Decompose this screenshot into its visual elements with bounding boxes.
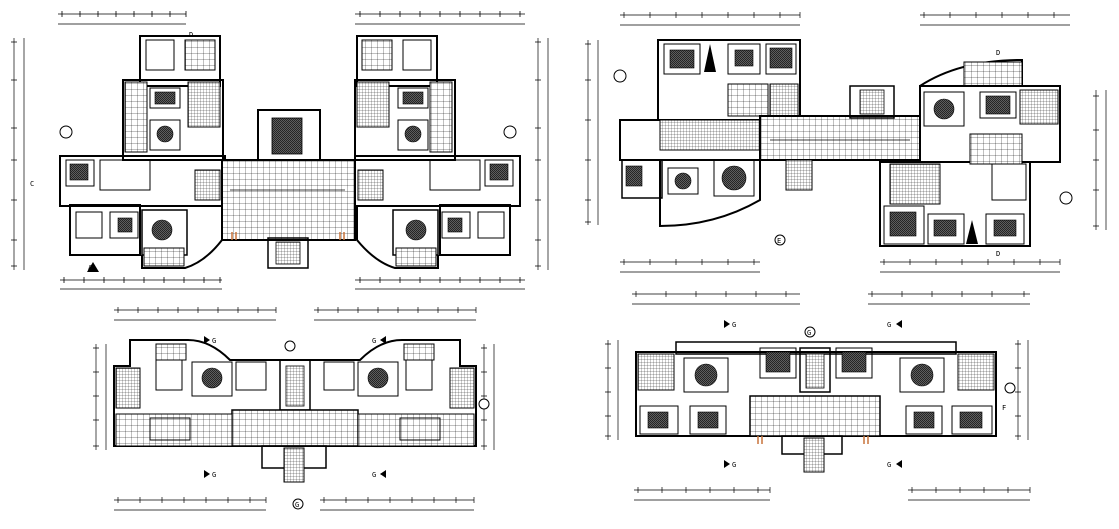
plan-4-doors xyxy=(757,436,869,444)
section-mark-g-mid-top-right: G xyxy=(887,321,891,329)
floor-plan-1: A C D xyxy=(11,11,549,290)
section-markers-plan-1: A C D xyxy=(30,31,517,272)
lobby-doors xyxy=(231,232,345,240)
section-mark-g-right-top: G xyxy=(372,337,376,345)
floor-plan-4: G G G G G F xyxy=(605,320,1031,501)
section-mark-g-left-bottom: G xyxy=(212,471,216,479)
left-block-plan-2 xyxy=(619,39,801,228)
section-mark-g-mid-bottom-left: G xyxy=(732,461,736,469)
floor-plan-2: E D D xyxy=(585,12,1107,305)
central-lobby xyxy=(221,109,356,269)
plan-4-marker-label: G xyxy=(807,329,811,337)
dimension-lines-plan-4 xyxy=(605,340,1031,501)
right-wing xyxy=(354,35,521,269)
section-mark-d-top: D xyxy=(189,31,193,39)
section-mark-d-lower: D xyxy=(996,250,1000,258)
section-mark-g-right-bottom: G xyxy=(372,471,376,479)
central-corridor-plan-2 xyxy=(759,85,921,191)
dimension-lines-left xyxy=(11,38,549,270)
right-block-plan-2 xyxy=(879,58,1061,247)
dimension-lines-plan-3 xyxy=(93,307,495,511)
plan-4-body xyxy=(635,341,997,473)
plan-2-marker-label: E xyxy=(777,237,781,245)
plan-3-body xyxy=(113,339,477,483)
section-mark-d-upper: D xyxy=(996,49,1000,57)
section-mark-g-left-top: G xyxy=(212,337,216,345)
section-mark-c: C xyxy=(30,180,34,188)
dimension-lines-plan-2 xyxy=(585,12,1107,305)
dimension-ticks xyxy=(61,11,521,283)
floor-plan-3: G G G G G xyxy=(93,307,495,511)
section-mark-g-mid-bottom-right: G xyxy=(887,461,891,469)
plan-1-marker-label: A xyxy=(88,264,93,272)
plan-3-marker-label: G xyxy=(295,501,299,509)
section-markers-plan-3: G G G G G xyxy=(204,336,490,510)
section-mark-g-mid-top-left: G xyxy=(732,321,736,329)
section-markers-plan-2: E D D xyxy=(613,49,1073,258)
section-markers-plan-4: G G G G G F xyxy=(724,320,1016,469)
section-mark-f: F xyxy=(1002,404,1006,412)
left-wing xyxy=(59,35,226,269)
